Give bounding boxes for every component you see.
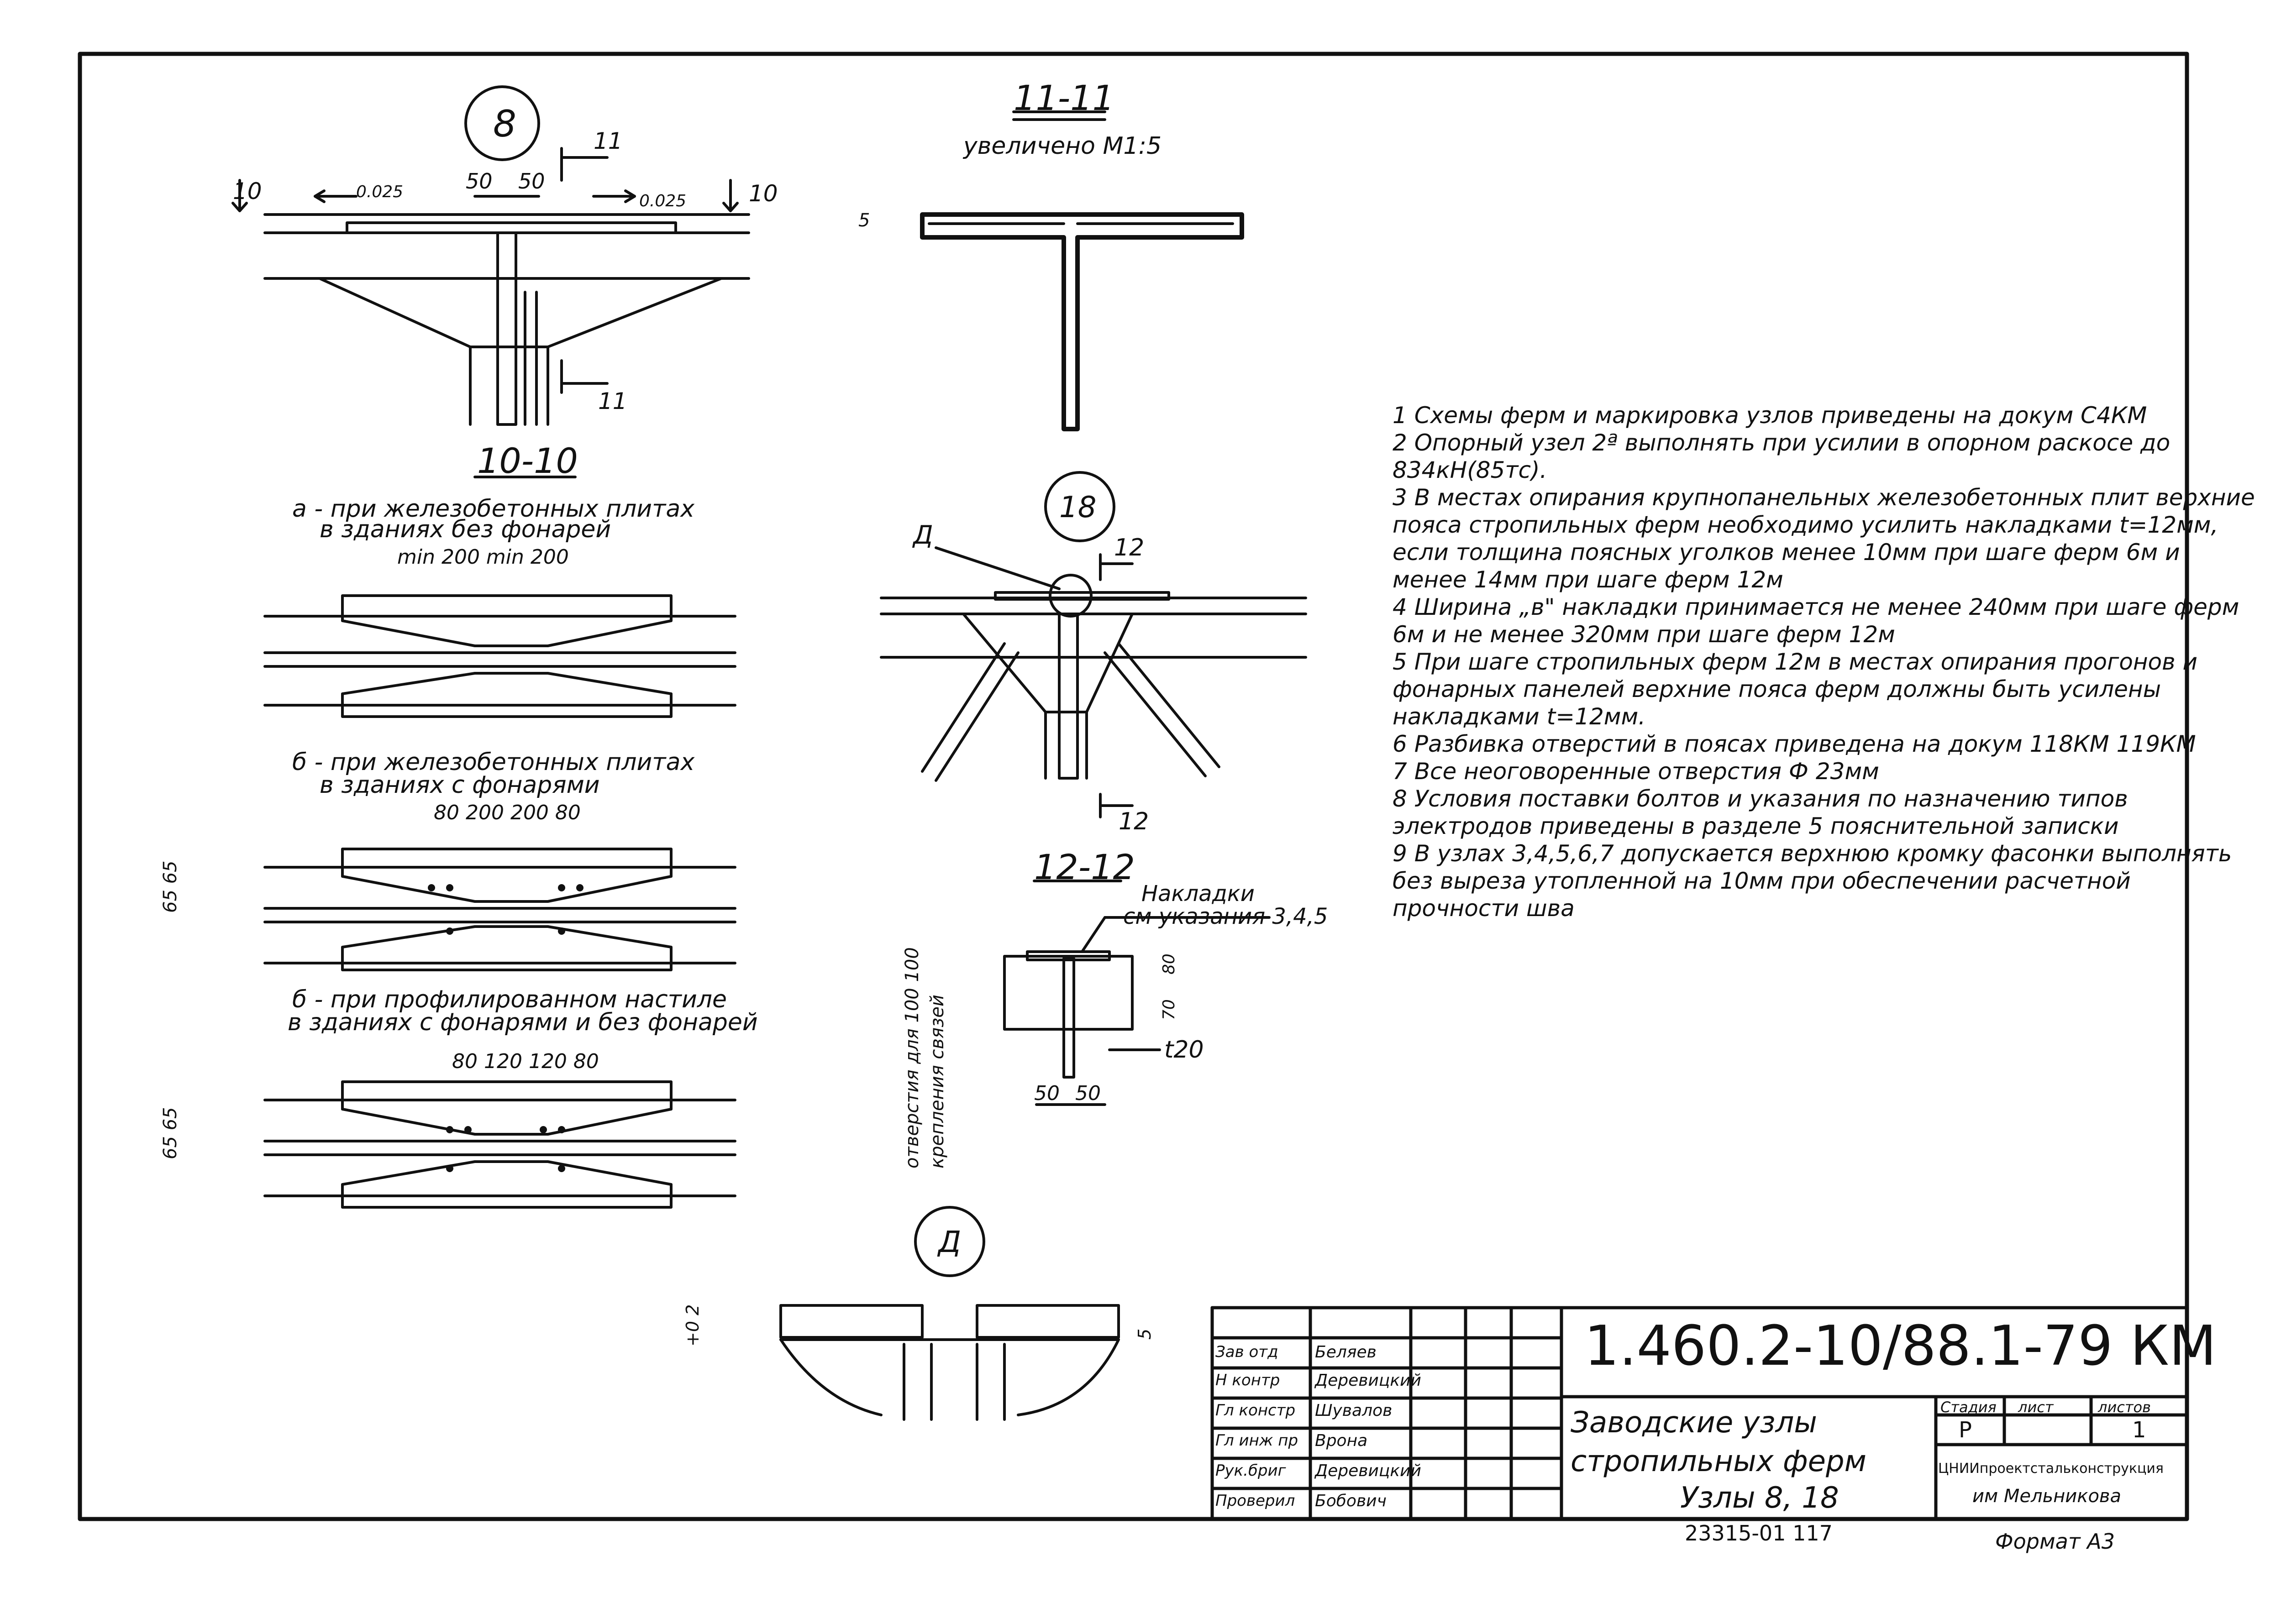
stage-header: Стадия [1940, 1399, 1997, 1416]
node8-slope-right: 0.025 [639, 192, 687, 210]
node8-cut-left: 10 [233, 178, 262, 204]
note-item: 6 Разбивка отверстий в поясах приведена … [1393, 731, 2196, 757]
section12-note2: см указания 3,4,5 [1123, 904, 1328, 929]
section10-caption-c1: б - при профилированном настиле [292, 986, 727, 1013]
section12-vdim-top: 80 [1160, 953, 1178, 974]
section12-drawing [1003, 880, 1271, 1106]
section10-caption-b2: в зданиях с фонарями [320, 771, 600, 799]
role-4: Рук.бриг [1215, 1462, 1286, 1480]
detailD-marker: Д [938, 1226, 961, 1259]
note-item: 2 Опорный узел 2ª выполнять при усилии в… [1393, 430, 2171, 483]
note-item: 3 В местах опирания крупнопанельных желе… [1393, 484, 2255, 593]
section12-t: t20 [1164, 1036, 1204, 1063]
section10-caption-a1: а - при железобетонных плитах [292, 495, 695, 523]
org-line1: ЦНИИпроектстальконструкция [1938, 1461, 2164, 1477]
role-2: Гл констр [1215, 1401, 1296, 1420]
sheet-header: лист [2018, 1399, 2054, 1416]
role-5: Проверил [1215, 1492, 1295, 1510]
name-1: Деревицкий [1315, 1371, 1421, 1390]
stage-value: Р [1959, 1417, 1972, 1443]
node8-dim-left: 50 [466, 169, 493, 194]
section10-title: 10-10 [477, 440, 578, 481]
note-item: 1 Схемы ферм и маркировка узлов приведен… [1393, 402, 2147, 429]
name-5: Бобович [1315, 1492, 1387, 1510]
name-4: Деревицкий [1315, 1462, 1421, 1480]
node8-cut-right: 10 [749, 180, 778, 207]
section10-side-dim-c: 65 65 [160, 1107, 181, 1159]
name-2: Шувалов [1315, 1401, 1393, 1420]
detailD-left-dim: +0 2 [683, 1304, 703, 1346]
node18-cut-top: 12 [1114, 534, 1145, 561]
name-0: Беляев [1315, 1343, 1377, 1362]
inventory-number: 23315-01 117 [1685, 1521, 1833, 1545]
sheet-frame [78, 52, 2189, 1521]
section12-dim-right: 50 [1075, 1082, 1101, 1105]
section11-drawing [920, 110, 1244, 431]
section11-dim: 5 [858, 210, 870, 231]
doc-code: 1.460.2-10/88.1-79 КМ [1584, 1315, 2217, 1378]
sheets-value: 1 [2132, 1417, 2146, 1443]
node18-drawing [880, 471, 1307, 818]
node18-ref: Д [913, 520, 933, 550]
section10-side-dim-b: 65 65 [160, 860, 181, 913]
node8-marker: 8 [493, 103, 516, 145]
section10-caption-b1: б - при железобетонных плитах [292, 749, 695, 776]
note-item: 9 В узлах 3,4,5,6,7 допускается верхнюю … [1393, 840, 2232, 922]
section10-caption-c2: в зданиях с фонарями и без фонарей [288, 1009, 758, 1036]
section10-dim-c: 80 120 120 80 [452, 1050, 599, 1073]
detailD-right-dim: 5 [1135, 1328, 1155, 1340]
section10-dim-a: min 200 min 200 [397, 545, 569, 569]
section12-holes2: крепления связей [927, 995, 948, 1168]
sheet-format: Формат А3 [1995, 1529, 2115, 1554]
section10-caption-a2: в зданиях без фонарей [320, 516, 611, 543]
section10-drawing [263, 476, 736, 1209]
section10-dim-b: 80 200 200 80 [434, 801, 581, 824]
node18-marker: 18 [1059, 491, 1097, 524]
org-line2: им Мельникова [1972, 1486, 2122, 1507]
section11-title: 11-11 [1014, 78, 1114, 118]
general-notes: 1 Схемы ферм и маркировка узлов приведен… [1393, 402, 2260, 922]
node18-cut-bottom: 12 [1119, 808, 1149, 835]
role-0: Зав отд [1215, 1343, 1278, 1361]
sheets-header: листов [2098, 1399, 2151, 1416]
node8-drawing [231, 85, 750, 426]
bolt-holes [428, 884, 583, 1172]
sheet-title-line2: стропильных ферм [1571, 1445, 1866, 1478]
node8-dim-right: 50 [518, 169, 545, 194]
sheet-title-line1: Заводские узлы [1571, 1406, 1817, 1440]
name-3: Врона [1315, 1431, 1368, 1450]
section12-holes1: отверстия для 100 100 [902, 947, 923, 1168]
note-item: 8 Условия поставки болтов и указания по … [1393, 786, 2128, 839]
node8-cut-top: 11 [594, 128, 623, 154]
node8-slope-left: 0.025 [356, 183, 404, 201]
note-item: 7 Все неоговоренные отверстия Ф 23мм [1393, 758, 1879, 785]
title-block-lines [1210, 1306, 2189, 1521]
section12-vdim-bottom: 70 [1160, 999, 1178, 1020]
section12-note1: Накладки [1141, 881, 1255, 906]
note-item: 4 Ширина „в" накладки принимается не мен… [1393, 594, 2239, 648]
detailD-drawing [779, 1206, 1120, 1421]
role-1: Н контр [1215, 1371, 1280, 1389]
sheet-title-line3: Узлы 8, 18 [1680, 1481, 1839, 1515]
section12-dim-left: 50 [1034, 1082, 1060, 1105]
section11-subtitle: увеличено М1:5 [963, 132, 1162, 160]
role-3: Гл инж пр [1215, 1431, 1298, 1450]
note-item: 5 При шаге стропильных ферм 12м в местах… [1393, 649, 2197, 730]
section12-title: 12-12 [1034, 847, 1135, 887]
node8-cut-bottom: 11 [598, 388, 627, 414]
